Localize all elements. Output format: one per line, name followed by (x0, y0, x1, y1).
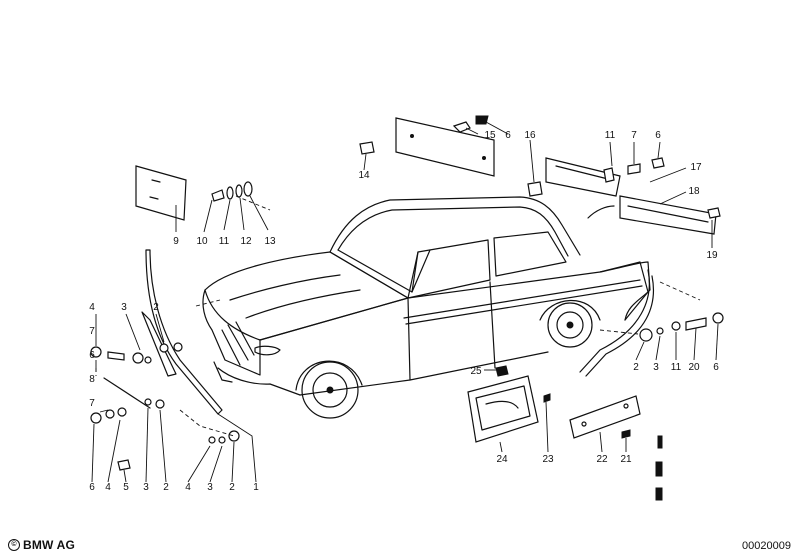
brand-name: BMW AG (23, 538, 76, 552)
left-fasteners (90, 342, 240, 471)
callout-18: 18 (688, 186, 700, 197)
rear-trim-strips (527, 157, 721, 235)
callout-4: 4 (89, 302, 95, 313)
callout-23: 23 (542, 454, 554, 465)
plate-bolt-stack (211, 181, 253, 202)
callout-20: 20 (688, 362, 700, 373)
copyright-icon: © (8, 539, 20, 551)
callout-4: 4 (185, 482, 191, 493)
callout-3: 3 (121, 302, 127, 313)
callout-2: 2 (153, 302, 159, 313)
front-moulding-strip (141, 249, 223, 415)
callout-10: 10 (196, 236, 208, 247)
callout-6: 6 (655, 130, 661, 141)
callout-3: 3 (143, 482, 149, 493)
callout-13: 13 (264, 236, 276, 247)
callout-7: 7 (89, 398, 95, 409)
callout-21: 21 (620, 454, 632, 465)
callout-17: 17 (690, 162, 702, 173)
rear-plate-strip (359, 115, 495, 177)
callout-9: 9 (173, 236, 179, 247)
callout-24: 24 (496, 454, 508, 465)
callout-6: 6 (505, 130, 511, 141)
callout-8: 8 (89, 374, 95, 385)
front-license-plate (135, 165, 187, 221)
right-fasteners (579, 269, 724, 377)
callout-7: 7 (89, 326, 95, 337)
callout-5: 5 (123, 482, 129, 493)
callout-11: 11 (671, 362, 682, 373)
callout-15: 15 (484, 130, 496, 141)
bracket-plate (569, 395, 641, 439)
callout-2: 2 (163, 482, 169, 493)
rear-plate-holder (467, 365, 551, 443)
callout-1: 1 (253, 482, 259, 493)
callout-19: 19 (706, 250, 718, 261)
brand-mark: © BMW AG (8, 538, 75, 552)
dashed-guides (95, 195, 701, 437)
callout-11: 11 (605, 130, 616, 141)
callout-6: 6 (89, 482, 95, 493)
edge-fragment (655, 435, 663, 501)
callout-16: 16 (524, 130, 536, 141)
callout-22: 22 (596, 454, 608, 465)
callout-11: 11 (219, 236, 230, 247)
callout-4: 4 (105, 482, 111, 493)
callout-3: 3 (207, 482, 213, 493)
diagram-number: 00020009 (742, 540, 791, 552)
callout-3: 3 (653, 362, 659, 373)
car-body (202, 196, 651, 419)
callout-6: 6 (713, 362, 719, 373)
callout-14: 14 (358, 170, 370, 181)
callout-6: 6 (89, 350, 95, 361)
callout-7: 7 (631, 130, 637, 141)
leader-lines (91, 121, 719, 483)
callout-labels: 1 2 2 2 2 3 3 3 3 4 4 4 5 6 6 6 6 6 7 7 … (89, 130, 719, 493)
callout-12: 12 (240, 236, 252, 247)
callout-2: 2 (229, 482, 235, 493)
callout-2: 2 (633, 362, 639, 373)
callout-25: 25 (470, 366, 482, 377)
